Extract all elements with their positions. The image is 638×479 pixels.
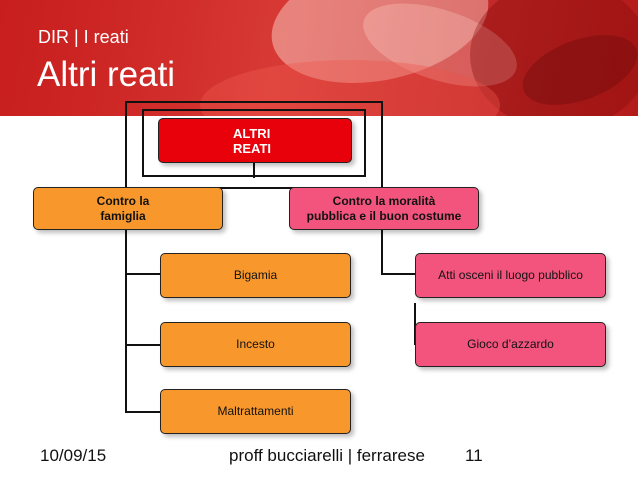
node-altri-reati: ALTRI REATI [158,118,352,163]
footer-date: 10/09/15 [40,446,107,465]
node-bigamia-label: Bigamia [233,268,278,282]
node-gioco-azzardo: Gioco d’azzardo [415,322,606,367]
node-incesto: Incesto [160,322,351,367]
node-altri-reati-label: ALTRI REATI [233,125,272,156]
node-atti-osceni-label: Atti osceni il luogo pubblico [438,268,583,282]
header-banner: DIR | I reati Altri reati [0,0,638,116]
node-bigamia: Bigamia [160,253,351,298]
node-gioco-azzardo-label: Gioco d’azzardo [467,337,554,351]
node-contro-famiglia: Contro la famiglia [33,187,223,230]
footer-authors: proff bucciarelli | ferrarese [229,446,425,465]
section-kicker: DIR | I reati [38,27,129,47]
node-contro-moralita: Contro la moralità pubblica e il buon co… [289,187,479,230]
slide-title: Altri reati [37,55,176,94]
banner-photo-shadow [470,0,638,116]
banner-overlay [0,0,638,116]
node-atti-osceni: Atti osceni il luogo pubblico [415,253,606,298]
node-incesto-label: Incesto [236,337,275,351]
connector-famiglia-trunk [125,228,160,413]
connector-frame-outer [125,101,383,189]
node-contro-famiglia-label: Contro la famiglia [96,193,150,223]
node-maltrattamenti: Maltrattamenti [160,389,351,434]
footer-page-number: 11 [465,446,483,465]
connector-to-atti-osceni [381,228,415,275]
node-contro-moralita-label: Contro la moralità pubblica e il buon co… [306,193,462,223]
node-maltrattamenti-label: Maltrattamenti [217,404,294,418]
